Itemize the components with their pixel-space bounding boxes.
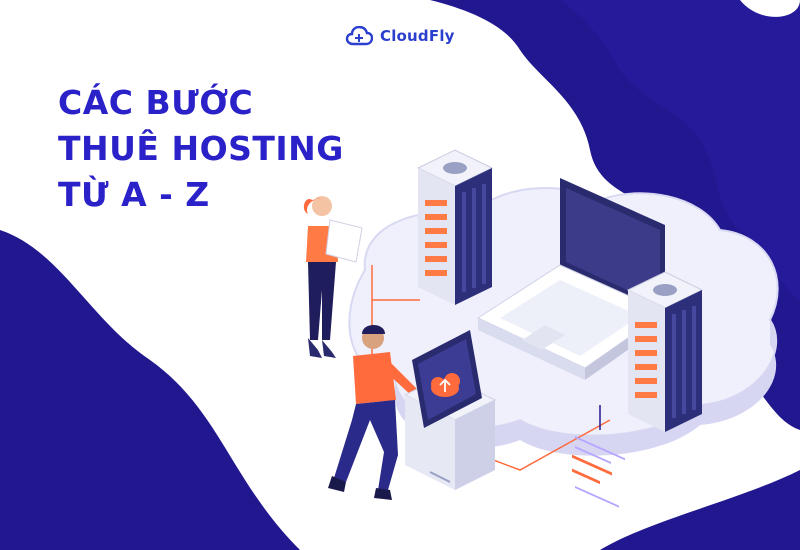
headline-line-2: THUÊ HOSTING [58, 129, 344, 168]
cloud-icon [345, 26, 373, 46]
woman-with-laptop [303, 196, 363, 358]
man-at-terminal [328, 325, 420, 500]
headline-line-1: CÁC BƯỚC [58, 83, 254, 122]
brand-name: CloudFly [380, 27, 455, 45]
kiosk-icon [403, 330, 497, 490]
cloud-upload-icon [431, 373, 460, 397]
headline: CÁC BƯỚC THUÊ HOSTING TỪ A - Z [58, 80, 344, 218]
brand-logo[interactable]: CloudFly [345, 26, 455, 46]
headline-line-3: TỪ A - Z [58, 175, 210, 214]
bottom-left-wave [0, 230, 300, 550]
laptop-icon [476, 178, 667, 508]
server-icon-left [416, 149, 494, 305]
server-icon-right [626, 271, 704, 432]
